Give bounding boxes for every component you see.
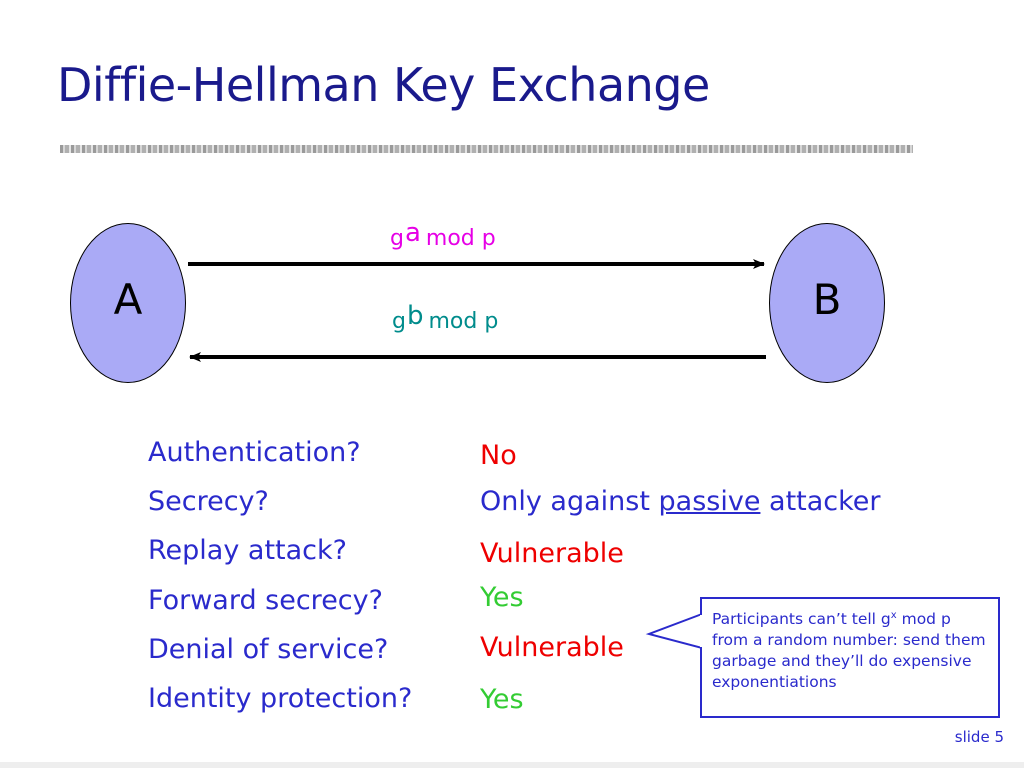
slide-title: Diffie-Hellman Key Exchange bbox=[57, 58, 710, 112]
answer-denial-of-service: Vulnerable bbox=[480, 632, 624, 663]
question-replay-attack: Replay attack? bbox=[148, 535, 347, 566]
answer-secrecy: Only against passive attacker bbox=[480, 486, 881, 517]
question-secrecy: Secrecy? bbox=[148, 486, 269, 517]
message-b-base: g bbox=[392, 309, 406, 334]
party-a-node: A bbox=[70, 223, 186, 383]
title-divider bbox=[60, 145, 913, 153]
callout-text-pre: Participants can’t tell g bbox=[712, 610, 891, 629]
answer-secrecy-pre: Only against bbox=[480, 486, 659, 517]
callout-text-post: mod p from a random number: send them ga… bbox=[712, 610, 986, 692]
callout-note: Participants can’t tell gx mod p from a … bbox=[700, 597, 1000, 718]
answer-identity-protection: Yes bbox=[480, 684, 524, 715]
answer-secrecy-emphasis: passive bbox=[658, 486, 761, 517]
answer-forward-secrecy: Yes bbox=[480, 582, 524, 613]
message-a-rest: mod p bbox=[425, 226, 496, 251]
message-b-exponent: b bbox=[406, 301, 424, 331]
question-denial-of-service: Denial of service? bbox=[148, 634, 389, 665]
slide-number: slide 5 bbox=[954, 728, 1004, 746]
answer-secrecy-post: attacker bbox=[760, 486, 881, 517]
question-identity-protection: Identity protection? bbox=[148, 683, 413, 714]
party-b-label: B bbox=[812, 274, 842, 324]
callout-exponent: x bbox=[890, 610, 897, 621]
message-b-rest: mod p bbox=[428, 309, 499, 334]
question-forward-secrecy: Forward secrecy? bbox=[148, 585, 383, 616]
answer-authentication: No bbox=[480, 440, 517, 471]
message-a-exponent: a bbox=[404, 218, 421, 248]
answer-replay-attack: Vulnerable bbox=[480, 538, 624, 569]
message-a-base: g bbox=[390, 226, 404, 251]
footer-bar bbox=[0, 762, 1024, 768]
party-a-label: A bbox=[113, 274, 143, 324]
question-authentication: Authentication? bbox=[148, 437, 361, 468]
party-b-node: B bbox=[769, 223, 885, 383]
